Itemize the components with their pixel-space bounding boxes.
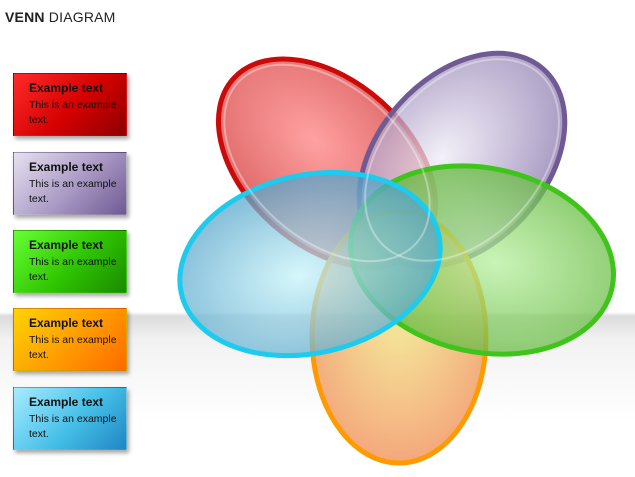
legend-card-cyan: Example text This is an example text. xyxy=(13,387,127,450)
card-heading: Example text xyxy=(29,160,104,174)
title-rest: DIAGRAM xyxy=(44,9,116,25)
card-body: This is an example text. xyxy=(29,99,117,126)
card-body: This is an example text. xyxy=(29,413,117,440)
card-heading: Example text xyxy=(29,395,104,409)
petal-red-highlight xyxy=(223,63,431,263)
card-heading: Example text xyxy=(29,316,104,330)
card-heading: Example text xyxy=(29,81,104,95)
legend-card-orange: Example text This is an example text. xyxy=(13,308,127,371)
page-title: VENN DIAGRAM xyxy=(5,9,116,25)
card-body: This is an example text. xyxy=(29,334,117,361)
title-bold: VENN xyxy=(5,9,45,25)
petal-purple-highlight xyxy=(364,58,560,262)
card-body: This is an example text. xyxy=(29,178,117,205)
legend-card-green: Example text This is an example text. xyxy=(13,230,127,293)
card-heading: Example text xyxy=(29,238,104,252)
legend-card-purple: Example text This is an example text. xyxy=(13,152,127,215)
legend-card-red: Example text This is an example text. xyxy=(13,73,127,136)
petal-cyan xyxy=(177,169,443,359)
card-body: This is an example text. xyxy=(29,256,117,283)
